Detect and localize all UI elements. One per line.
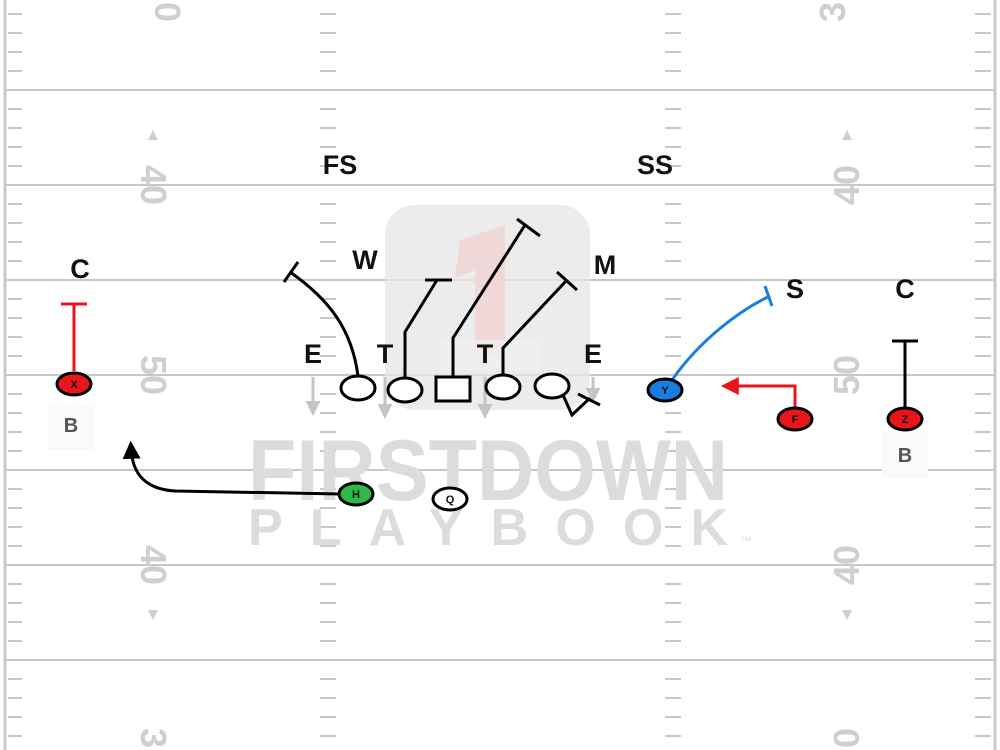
y-route xyxy=(670,294,771,381)
defender-corner-left: C xyxy=(70,254,90,284)
defense: FS SS W M S C C E T T E xyxy=(70,150,915,419)
block-end xyxy=(555,270,579,292)
left-guard xyxy=(386,376,424,404)
tag-left: B xyxy=(64,415,78,437)
player-x-marker xyxy=(55,371,93,397)
player-y-marker xyxy=(646,377,684,403)
defender-will: W xyxy=(352,245,378,275)
player-y: Y xyxy=(646,377,684,403)
tag-right: B xyxy=(898,445,912,467)
h-route xyxy=(122,440,341,496)
player-f-label: F xyxy=(792,414,799,426)
logo-one-icon xyxy=(455,225,505,355)
y-route-end xyxy=(763,285,774,307)
tag-box xyxy=(882,432,928,478)
yard-direction-arrow xyxy=(148,130,158,140)
defender-sam: S xyxy=(786,274,804,304)
yard-number: 40 xyxy=(133,165,174,205)
logo-base-icon xyxy=(440,340,540,370)
block-path xyxy=(501,278,569,375)
yard-number: 40 xyxy=(133,545,174,585)
yard-number: 50 xyxy=(133,355,174,395)
watermark-trademark: ™ xyxy=(740,534,752,548)
block-path xyxy=(403,279,439,378)
defender-free-safety: FS xyxy=(323,150,358,180)
block-end xyxy=(516,217,541,238)
offensive-line xyxy=(339,372,571,404)
yard-number: 0 xyxy=(826,728,867,748)
defender-mike: M xyxy=(594,250,617,280)
player-h-marker xyxy=(337,481,375,507)
defender-tackle-right: T xyxy=(477,339,494,369)
yard-numbers: 0 3 40 40 50 50 40 40 3 0 xyxy=(133,2,867,748)
yard-number: 40 xyxy=(826,545,867,585)
player-f-marker xyxy=(776,406,814,432)
watermark-title: FIRSTDOWN xyxy=(248,423,728,519)
watermark-logo: FIRSTDOWN PLAYBOOK ™ xyxy=(248,205,752,557)
player-q-marker xyxy=(431,486,469,512)
player-y-label: Y xyxy=(661,385,669,397)
yard-number: 3 xyxy=(133,728,174,748)
player-x: X xyxy=(55,371,93,397)
block-end xyxy=(282,261,300,283)
defender-tackle-left: T xyxy=(377,339,394,369)
player-q-label: Q xyxy=(446,494,455,506)
player-h-label: H xyxy=(352,489,360,501)
tag-box xyxy=(48,404,94,450)
player-z: Z xyxy=(886,406,924,432)
block-path xyxy=(289,270,360,377)
yard-direction-arrow xyxy=(842,610,852,620)
yard-number: 3 xyxy=(812,2,853,22)
yard-direction-arrow xyxy=(842,130,852,140)
right-tackle xyxy=(533,372,571,400)
player-h: H xyxy=(337,481,375,507)
defender-end-right: E xyxy=(584,339,602,369)
defender-strong-safety: SS xyxy=(637,150,673,180)
yard-number: 0 xyxy=(147,2,188,22)
player-z-label: Z xyxy=(902,414,909,426)
defender-corner-right: C xyxy=(895,274,915,304)
f-motion xyxy=(720,377,797,408)
skill-players: X Y F Z H Q xyxy=(55,371,924,512)
center xyxy=(434,375,472,403)
tags: B B xyxy=(48,404,928,478)
hash-marks xyxy=(8,13,991,737)
block-end xyxy=(577,392,601,407)
right-guard xyxy=(484,373,522,401)
routes xyxy=(61,217,918,496)
yard-number: 40 xyxy=(826,165,867,205)
player-z-marker xyxy=(886,406,924,432)
player-x-label: X xyxy=(70,379,78,391)
defender-end-left: E xyxy=(304,339,322,369)
yard-direction-arrow xyxy=(148,610,158,620)
player-q: Q xyxy=(431,486,469,512)
left-tackle xyxy=(339,374,377,402)
block-path xyxy=(451,224,527,376)
block-path xyxy=(561,394,592,418)
player-f: F xyxy=(776,406,814,432)
yard-number: 50 xyxy=(826,355,867,395)
